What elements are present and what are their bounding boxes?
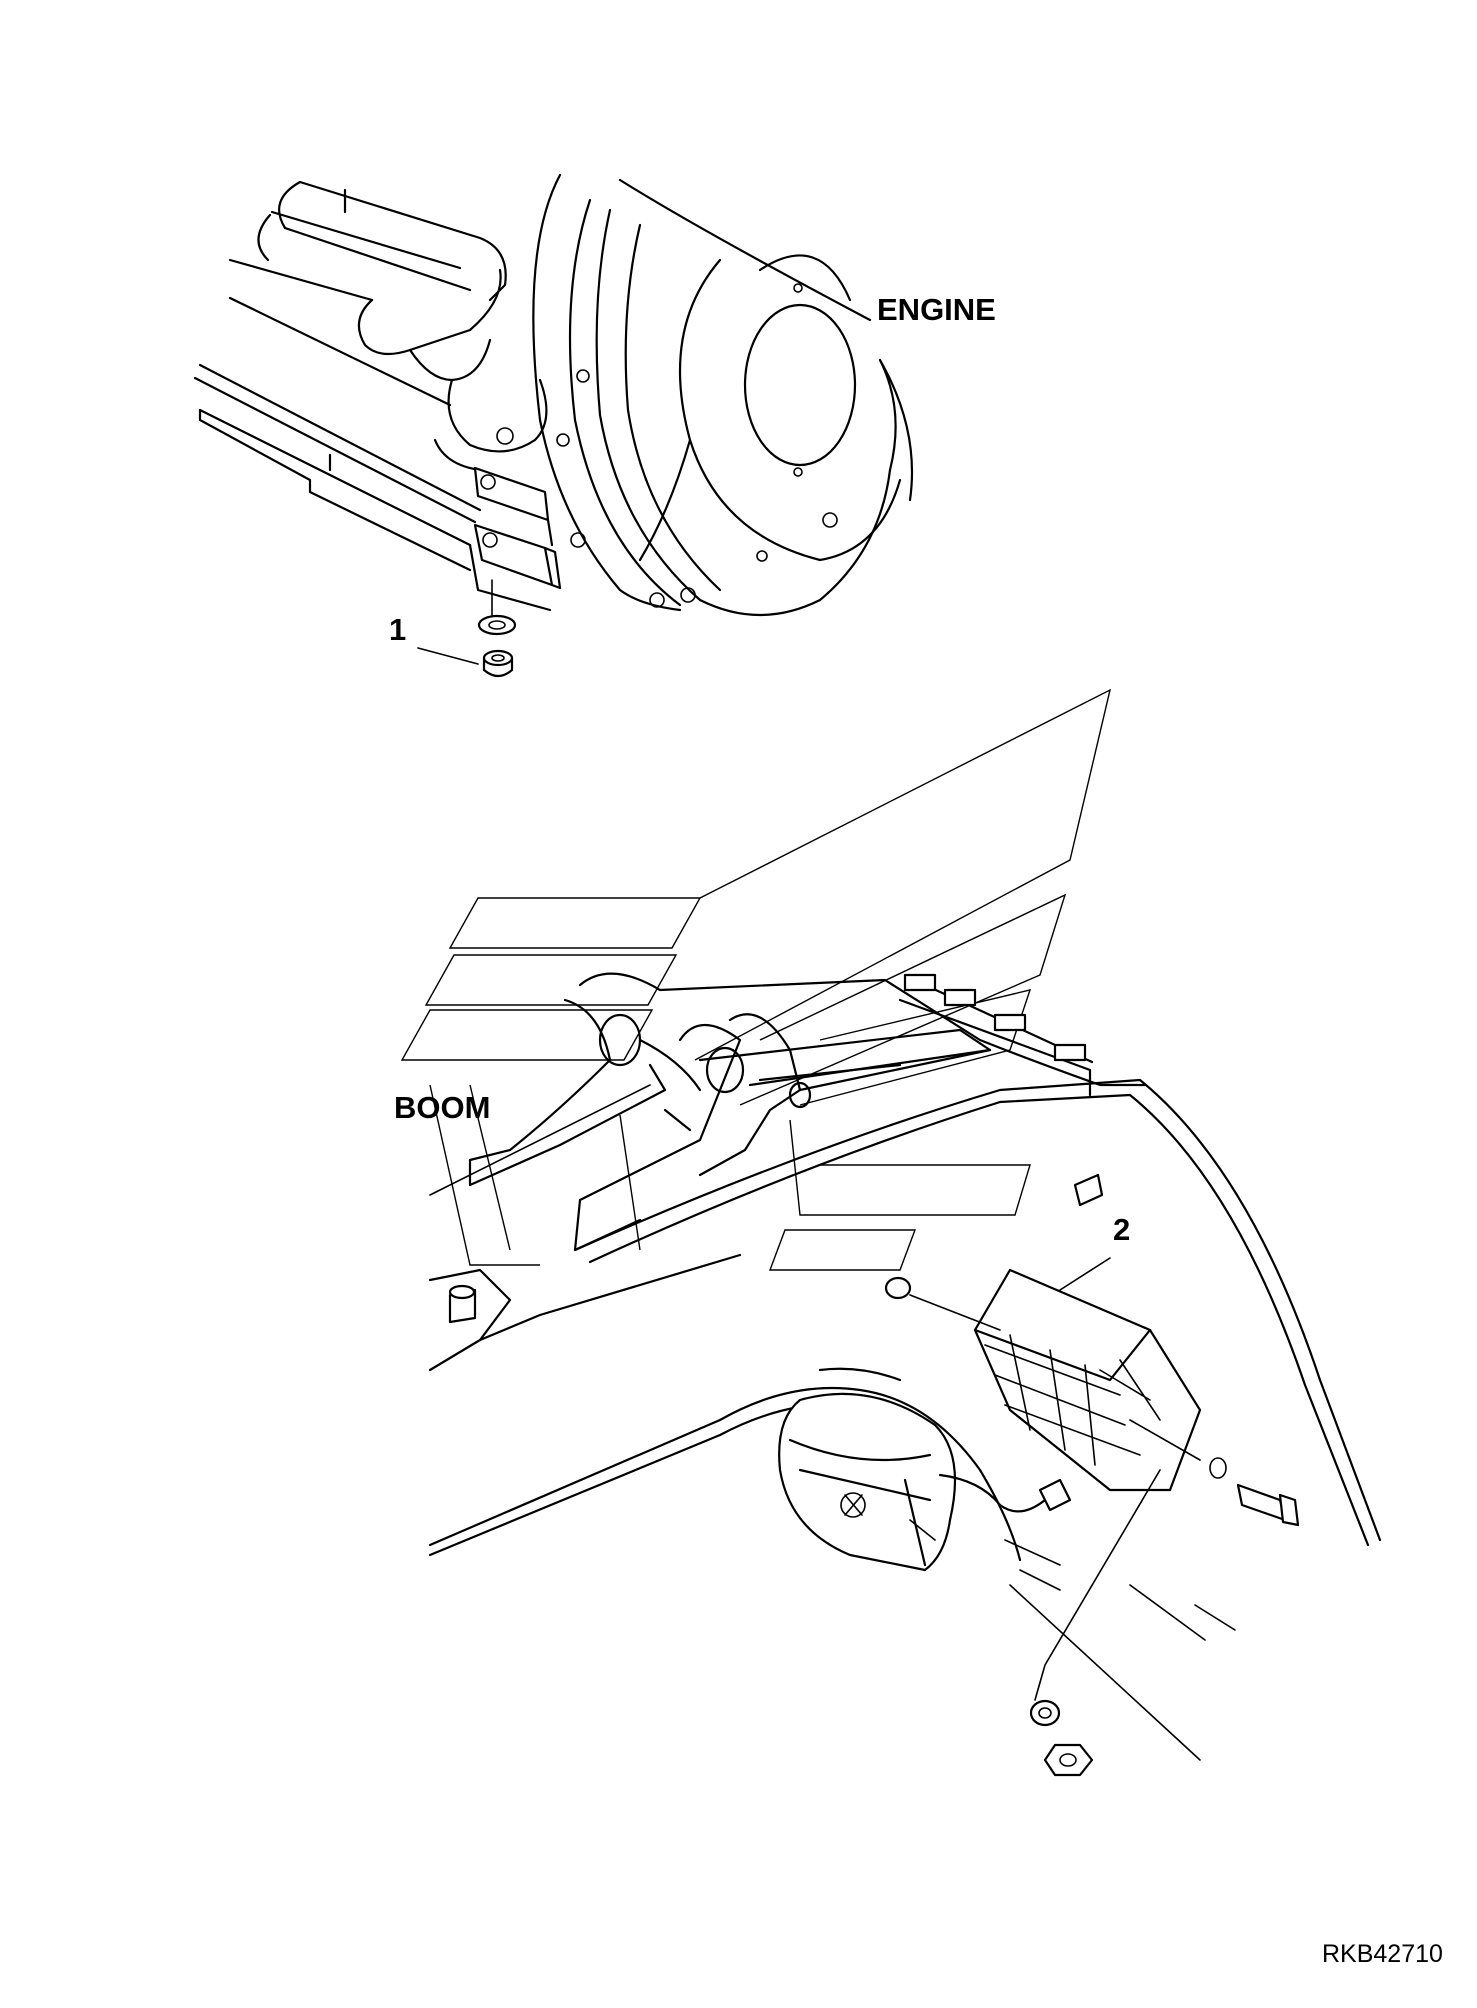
label-boom: BOOM [394, 1090, 490, 1125]
callout-1: 1 [389, 612, 406, 647]
label-engine: ENGINE [877, 292, 996, 327]
engine-assembly [193, 173, 914, 617]
watermark-logo [400, 688, 1112, 1271]
fastener-washer-nut-1 [417, 579, 517, 678]
drawing-code: RKB42710 [1322, 1940, 1443, 1968]
boom-leader [429, 1084, 651, 1196]
work-lamp-2 [778, 1257, 1300, 1777]
callout-2: 2 [1113, 1212, 1130, 1247]
boom-assembly [428, 972, 1382, 1562]
